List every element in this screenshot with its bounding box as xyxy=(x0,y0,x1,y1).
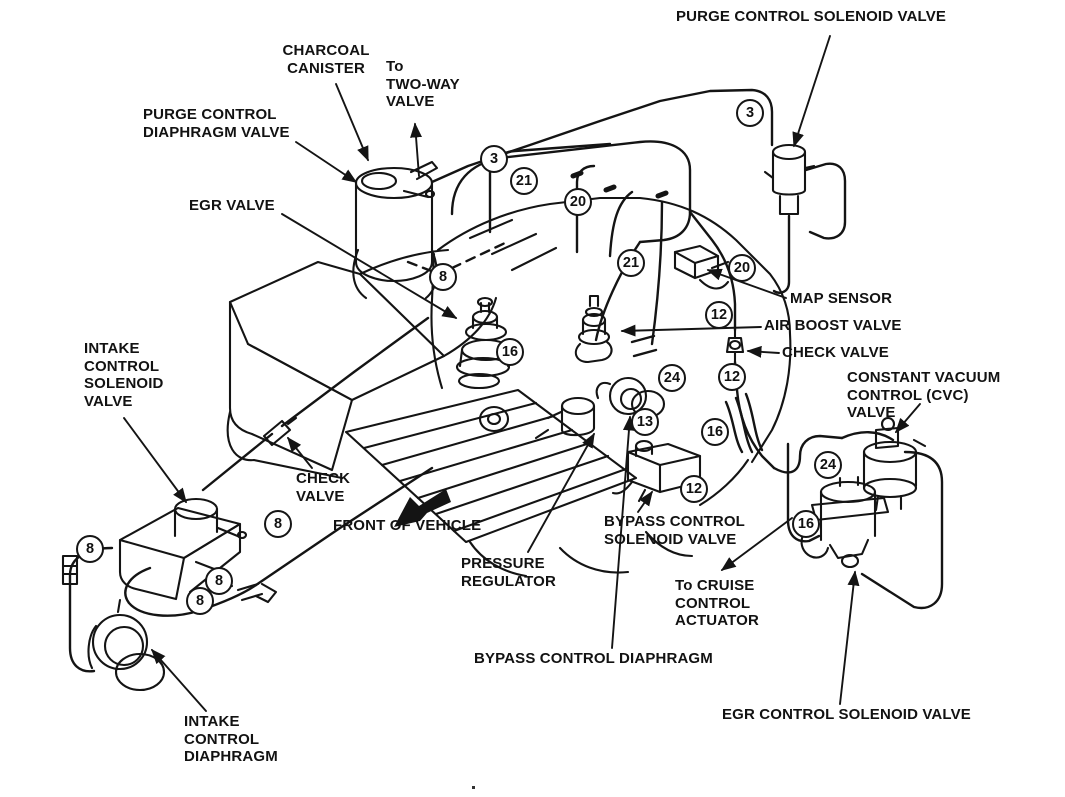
label-egr-control-solenoid-valve: EGR CONTROL SOLENOID VALVE xyxy=(722,706,971,723)
leader-map-sensor xyxy=(706,268,787,299)
cvc-valve-art xyxy=(862,416,927,512)
check-valve-mid-art xyxy=(262,416,298,447)
leader-air-boost-valve xyxy=(620,324,762,337)
callout-13: 13 xyxy=(631,408,659,436)
pressure-regulator-art xyxy=(534,396,596,440)
egr-valve-art xyxy=(455,296,512,390)
leader-bypass-control-diaphragm xyxy=(611,415,635,649)
label-to-two-way-valve: To TWO-WAY VALVE xyxy=(386,58,460,111)
label-to-cruise-control-actuator: To CRUISE CONTROL ACTUATOR xyxy=(675,577,759,630)
leader-purge-control-solenoid-valve xyxy=(792,35,831,148)
print-speck xyxy=(472,786,475,789)
label-purge-control-diaphragm-valve: PURGE CONTROL DIAPHRAGM VALVE xyxy=(143,106,290,141)
callout-20-right: 20 xyxy=(728,254,756,282)
air-intake-box-art xyxy=(226,260,446,480)
callout-3-purge-hose: 3 xyxy=(736,99,764,127)
callout-16-center: 16 xyxy=(701,418,729,446)
leader-egr-valve xyxy=(281,213,458,319)
label-charcoal-canister: CHARCOAL CANISTER xyxy=(282,42,370,77)
label-map-sensor: MAP SENSOR xyxy=(790,290,893,307)
callout-20-top: 20 xyxy=(564,188,592,216)
leader-to-cruise-control-actuator xyxy=(720,517,793,571)
callout-8-loop-a: 8 xyxy=(205,567,233,595)
check-valve-inline-left-art xyxy=(61,554,79,586)
leader-purge-control-diaphragm-valve xyxy=(295,141,358,183)
label-intake-control-diaphragm: INTAKE CONTROL DIAPHRAGM xyxy=(184,713,278,766)
intake-control-diaphragm-art xyxy=(87,598,166,692)
leader-check-valve-left xyxy=(287,436,313,469)
leader-intake-control-diaphragm xyxy=(151,648,207,712)
hose-fittings-art xyxy=(236,582,278,604)
callout-8-left: 8 xyxy=(76,535,104,563)
callout-21-top: 21 xyxy=(510,167,538,195)
callout-12-check: 12 xyxy=(718,363,746,391)
purge-control-solenoid-valve-art xyxy=(763,143,816,216)
leader-to-two-way-valve xyxy=(410,122,423,177)
label-bypass-control-solenoid-valve: BYPASS CONTROL SOLENOID VALVE xyxy=(604,513,745,548)
leader-check-valve-right xyxy=(746,345,780,358)
front-of-vehicle-arrow xyxy=(394,489,451,527)
callout-12-top: 12 xyxy=(705,301,733,329)
label-pressure-regulator: PRESSURE REGULATOR xyxy=(461,555,556,590)
callout-24-right: 24 xyxy=(814,451,842,479)
label-egr-valve: EGR VALVE xyxy=(189,197,275,214)
leader-cvc-valve xyxy=(895,403,921,434)
leader-intake-control-solenoid-valve xyxy=(123,417,187,504)
purge-control-diaphragm-valve-art xyxy=(360,171,398,191)
intake-control-solenoid-valve-art xyxy=(118,497,248,601)
label-intake-control-solenoid-valve: INTAKE CONTROL SOLENOID VALVE xyxy=(84,340,164,411)
label-check-valve-right: CHECK VALVE xyxy=(782,344,889,361)
label-air-boost-valve: AIR BOOST VALVE xyxy=(764,317,902,334)
air-boost-valve-art xyxy=(574,294,613,364)
callout-16-egr: 16 xyxy=(496,338,524,366)
leader-bypass-control-solenoid-valve xyxy=(637,490,653,513)
callout-12-bypass: 12 xyxy=(680,475,708,503)
label-purge-control-solenoid-valve: PURGE CONTROL SOLENOID VALVE xyxy=(676,8,947,25)
bypass-control-solenoid-valve-art xyxy=(611,439,702,503)
callout-8-dashed: 8 xyxy=(429,263,457,291)
callout-16-right: 16 xyxy=(792,510,820,538)
engine-block-art xyxy=(430,196,792,578)
right-hoses-art xyxy=(630,210,944,610)
check-valve-right-art xyxy=(725,328,745,364)
purge-hose-art xyxy=(430,88,847,294)
charcoal-canister-art xyxy=(354,160,439,283)
label-check-valve-left: CHECK VALVE xyxy=(296,470,351,505)
label-bypass-control-diaphragm: BYPASS CONTROL DIAPHRAGM xyxy=(474,650,713,667)
leader-charcoal-canister xyxy=(335,83,369,162)
callout-24-center: 24 xyxy=(658,364,686,392)
callout-8-loop-b: 8 xyxy=(186,587,214,615)
callout-8-diagonal: 8 xyxy=(264,510,292,538)
callout-3-canister-hose: 3 xyxy=(480,145,508,173)
leader-egr-control-solenoid-valve xyxy=(839,570,860,705)
leader-pressure-regulator xyxy=(527,432,595,553)
label-constant-vacuum-control-valve: CONSTANT VACUUM CONTROL (CVC) VALVE xyxy=(847,369,1001,422)
callout-21-mid: 21 xyxy=(617,249,645,277)
label-front-of-vehicle: FRONT OF VEHICLE xyxy=(333,517,482,534)
